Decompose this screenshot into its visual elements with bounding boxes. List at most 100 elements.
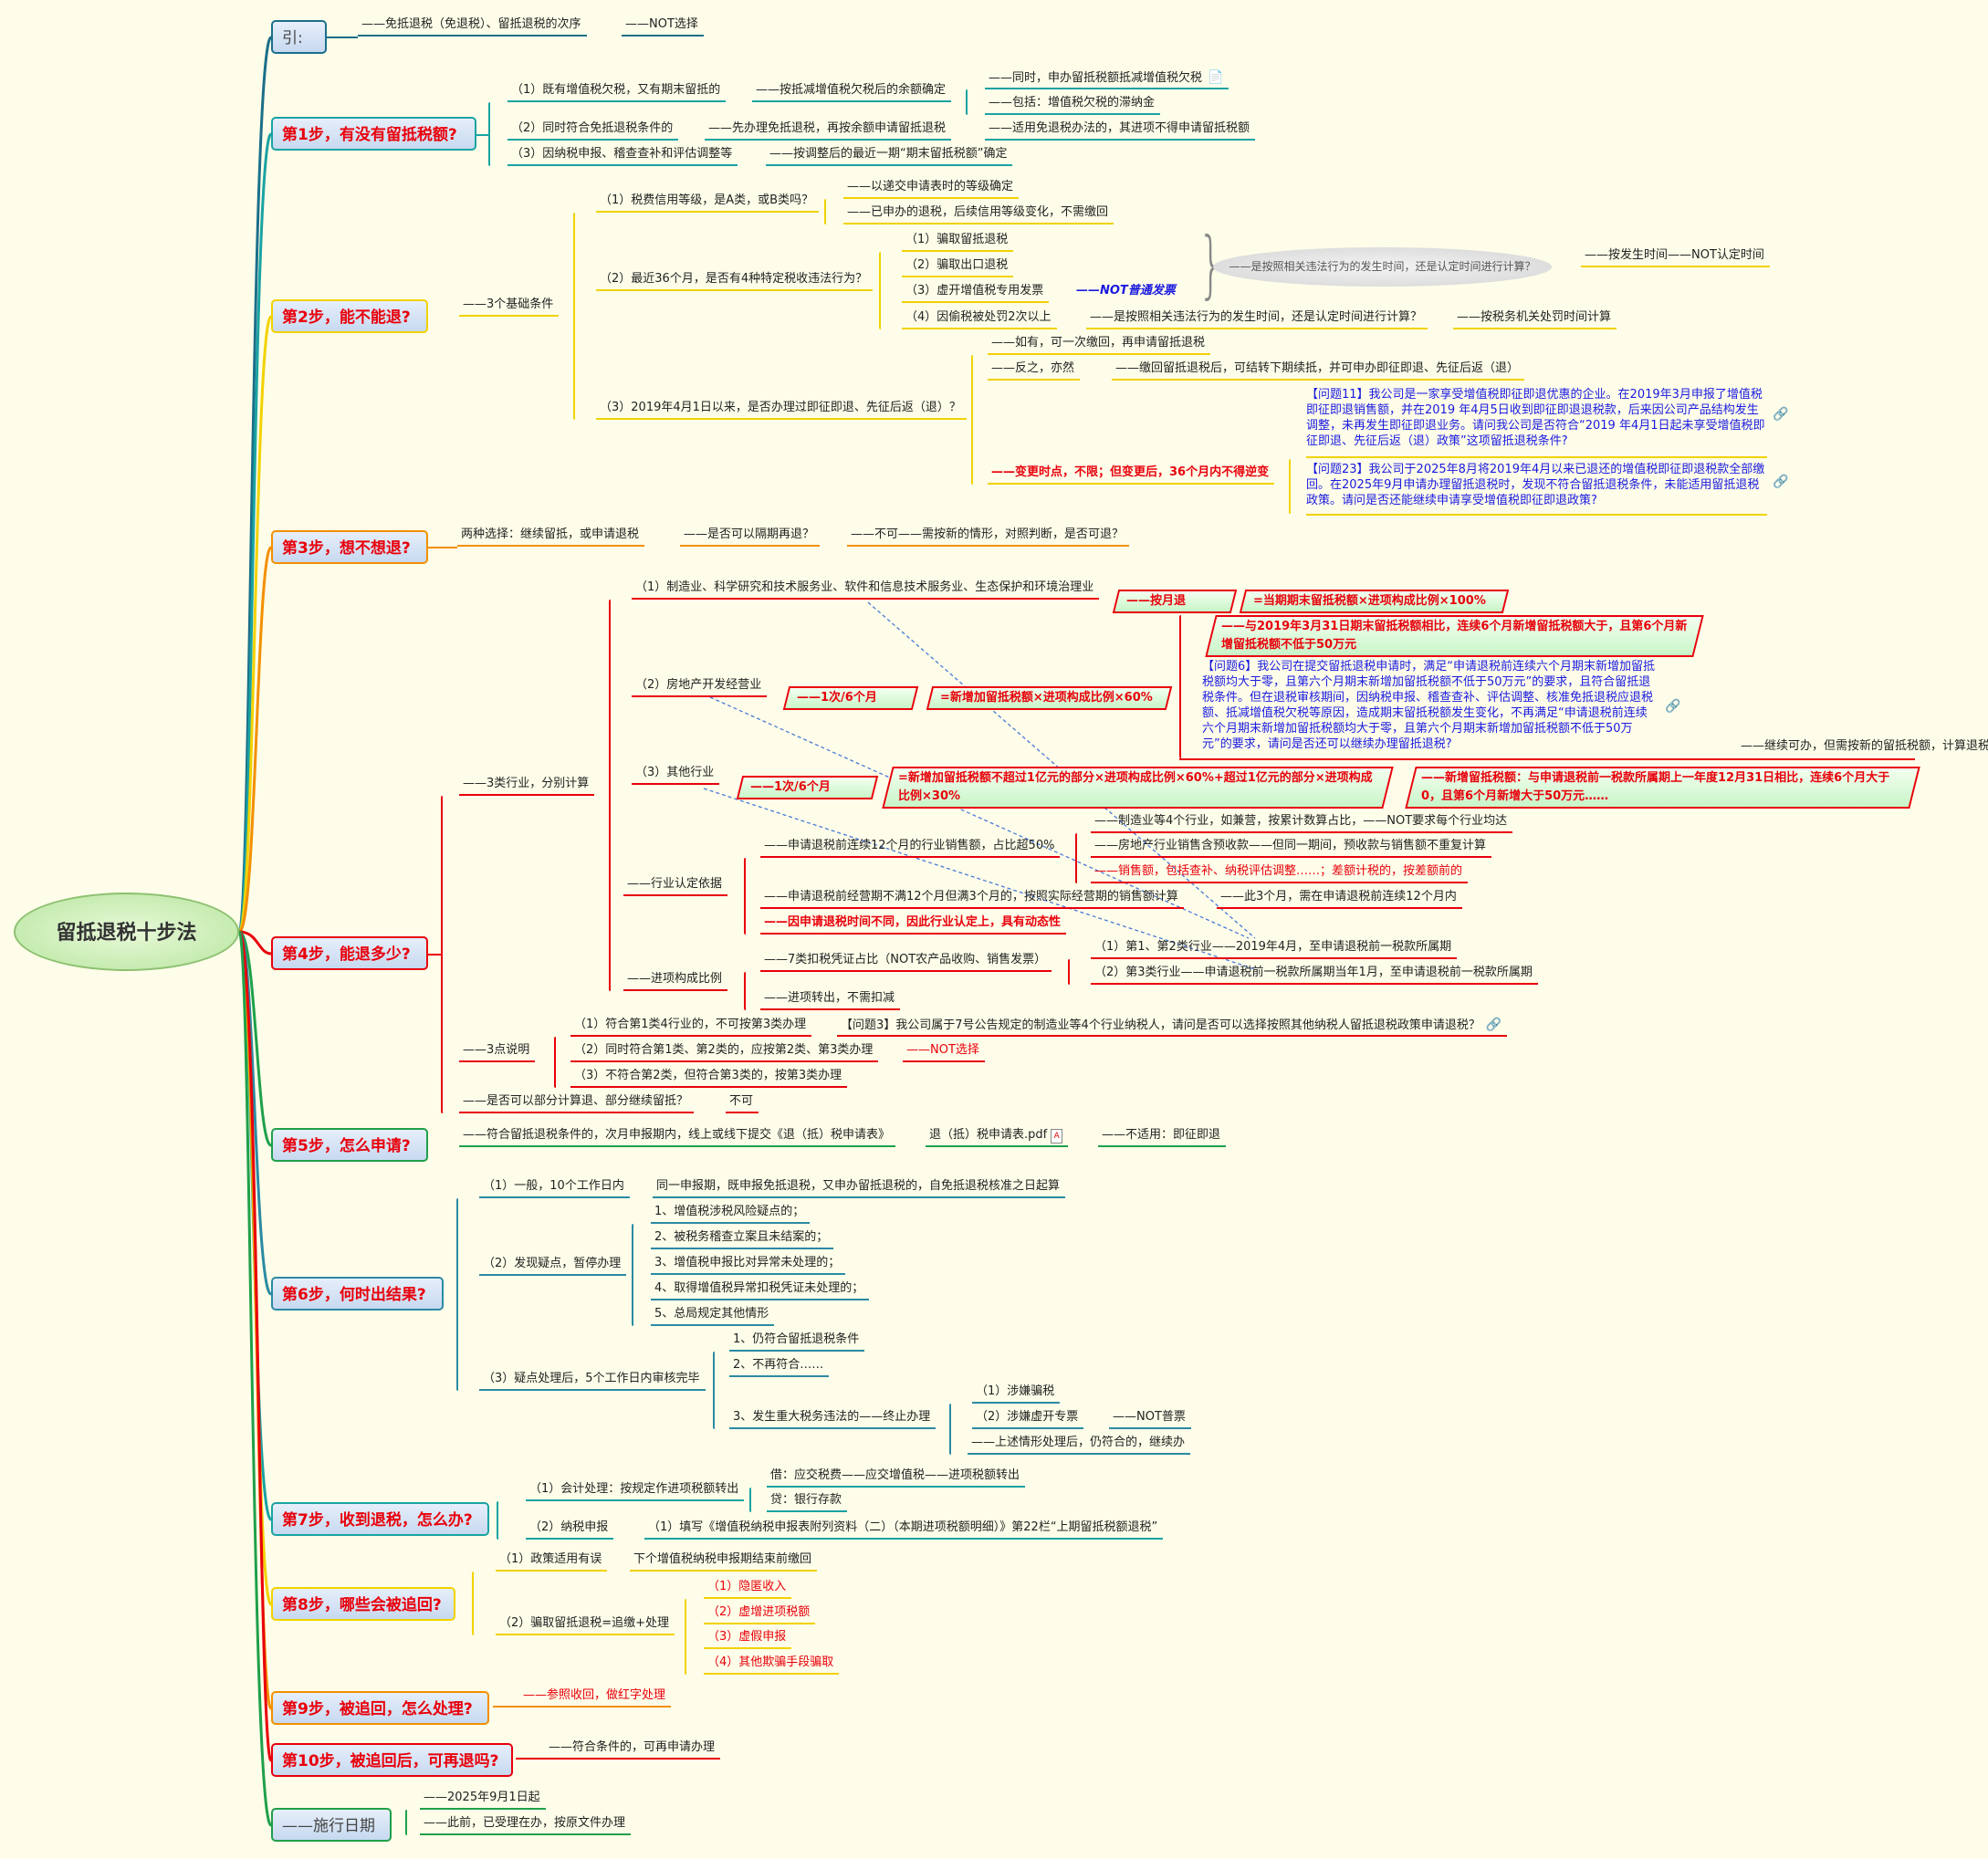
list-item[interactable]: （2）虚增进项税额 xyxy=(704,1603,816,1624)
node[interactable]: ——NOT普票 xyxy=(1109,1408,1191,1429)
formula-node[interactable]: ——1次/6个月 xyxy=(736,776,879,799)
node[interactable]: （3）虚开增值税专用发票 xyxy=(902,282,1050,303)
node[interactable]: 同一申报期，既申报免抵退税，又申办留抵退税的，自免抵退税核准之日起算 xyxy=(653,1177,1066,1198)
node[interactable]: （1）既有增值税欠税，又有期末留抵的 xyxy=(507,81,727,102)
node[interactable]: ——符合留抵退税条件的，次月申报期内，线上或线下提交《退（抵）税申请表》 xyxy=(459,1126,896,1147)
node[interactable]: （3）2019年4月1日以来，是否办理过即征即退、先征后返（退）？ xyxy=(596,399,967,420)
node[interactable]: ——包括：增值税欠税的滞纳金 xyxy=(985,94,1161,115)
node[interactable]: 贷：银行存款 xyxy=(767,1491,848,1512)
faq-question-6[interactable]: 【问题6】我公司在提交留抵退税申请时，满足“申请退税前连续六个月期末新增加留抵税… xyxy=(1202,659,1658,752)
pdf-icon[interactable]: A xyxy=(1051,1129,1063,1144)
node[interactable]: ——进项构成比例 xyxy=(623,970,728,991)
formula-node[interactable]: ——与2019年3月31日期末留抵税额相比，连续6个月新增留抵税额大于，且第6个… xyxy=(1205,615,1704,657)
topic-step6[interactable]: 第6步，何时出结果? xyxy=(271,1277,444,1311)
node[interactable]: （1）骗取留抵退税 xyxy=(902,231,1014,252)
node[interactable]: ——此3个月，需在申请退税前连续12个月内 xyxy=(1217,888,1462,909)
formula-node[interactable]: ——新增留抵税额：与申请退税前一税款所属期上一年度12月31日相比，连续6个月大… xyxy=(1405,767,1920,809)
node[interactable]: ——按调整后的最近一期“期末留抵税额”确定 xyxy=(766,145,1013,166)
node[interactable]: ——NOT普通发票 xyxy=(1076,284,1176,298)
node[interactable]: ——已申办的退税，后续信用等级变化，不需缴回 xyxy=(843,204,1114,225)
node[interactable]: ——参照收回，做红字处理 xyxy=(493,1687,672,1708)
node[interactable]: ——按抵减增值税欠税后的余额确定 xyxy=(752,81,952,102)
formula-node[interactable]: =新增加留抵税额不超过1亿元的部分×进项构成比例×60%+超过1亿元的部分×进项… xyxy=(882,767,1394,809)
link-icon[interactable]: 🔗 xyxy=(1773,475,1789,489)
note-icon[interactable]: 📄 xyxy=(1208,70,1224,85)
node[interactable]: （1）政策适用有误 xyxy=(496,1551,608,1572)
node[interactable]: （1）会计处理：按规定作进项税额转出 xyxy=(526,1480,745,1501)
node[interactable]: ——销售额，包括查补、纳税评估调整……；差额计税的，按差额前的 xyxy=(1091,862,1469,883)
node[interactable]: （2）同时符合第1类、第2类的，应按第2类、第3类办理 xyxy=(570,1041,879,1062)
node[interactable]: ——上述情形处理后，仍符合的，继续办 xyxy=(968,1434,1191,1455)
node[interactable]: （4）因偷税被处罚2次以上 xyxy=(902,308,1057,329)
node[interactable]: ——先办理免抵退税，再按余额申请留抵退税 xyxy=(705,120,952,141)
node[interactable]: ——免抵退税（免退税）、留抵退税的次序 xyxy=(358,16,587,37)
topic-step10[interactable]: 第10步，被追回后，可再退吗? xyxy=(271,1743,513,1777)
node[interactable]: （1）涉嫌骗税 xyxy=(972,1383,1061,1404)
node[interactable]: 不可 xyxy=(726,1092,759,1113)
node[interactable]: ——不可——需按新的情形，对照判断，是否可退？ xyxy=(847,526,1130,547)
node[interactable]: （1）制造业、科学研究和技术服务业、软件和信息技术服务业、生态保护和环境治理业 xyxy=(632,579,1100,600)
topic-step9[interactable]: 第9步，被追回，怎么处理? xyxy=(271,1691,489,1725)
node[interactable]: 借：应交税费——应交增值税——进项税额转出 xyxy=(767,1467,1026,1488)
node[interactable]: 2、不再符合…… xyxy=(729,1356,830,1377)
link-icon[interactable]: 🔗 xyxy=(1665,699,1681,714)
node[interactable]: （2）同时符合免抵退税条件的 xyxy=(507,120,679,141)
node[interactable]: ——3类行业，分别计算 xyxy=(459,775,595,796)
node[interactable]: （2）最近36个月，是否有4种特定税收违法行为？ xyxy=(596,270,874,291)
topic-step1[interactable]: 第1步，有没有留抵税额? xyxy=(271,117,476,151)
formula-node[interactable]: =当期期末留抵税额×进项构成比例×100% xyxy=(1239,590,1510,613)
list-item[interactable]: （3）虚假申报 xyxy=(704,1628,792,1649)
node[interactable]: ——申请退税前经营期不满12个月但满3个月的，按照实际经营期的销售额计算 xyxy=(760,888,1184,909)
node[interactable]: （2）房地产开发经营业 xyxy=(632,676,768,697)
faq-question-23[interactable]: 【问题23】我公司于2025年8月将2019年4月以来已退还的增值税即征即退税款… xyxy=(1306,462,1767,516)
node[interactable]: 两种选择：继续留抵，或申请退税 xyxy=(457,526,645,547)
formula-node[interactable]: ——按月退 xyxy=(1112,590,1238,613)
node[interactable]: ——是否可以隔期再退？ xyxy=(680,526,821,547)
node[interactable]: ——申请退税前连续12个月的行业销售额，占比超50% xyxy=(760,837,1061,858)
node[interactable]: ——7类扣税凭证占比（NOT农产品收购、销售发票） xyxy=(760,951,1052,972)
node[interactable]: （3）其他行业 xyxy=(632,764,720,785)
list-item[interactable]: （1）隐匿收入 xyxy=(704,1578,792,1599)
node[interactable]: 3、发生重大税务违法的——终止办理 xyxy=(729,1408,936,1429)
topic-intro[interactable]: 引: xyxy=(271,20,327,54)
faq-question-11[interactable]: 【问题11】我公司是一家享受增值税即征即退优惠的企业。在2019年3月申报了增值… xyxy=(1306,387,1767,458)
node[interactable]: ——按发生时间——NOT认定时间 xyxy=(1581,246,1770,267)
node[interactable]: （1）税费信用等级，是A类，或B类吗？ xyxy=(596,192,820,213)
list-item[interactable]: 5、总局规定其他情形 xyxy=(651,1305,775,1326)
node[interactable]: ——此前，已受理在办，按原文件办理 xyxy=(420,1814,632,1835)
link-icon[interactable]: 🔗 xyxy=(1485,1018,1502,1032)
node[interactable]: ——房地产行业销售含预收款——但同一期间，预收款与销售额不重复计算 xyxy=(1091,837,1492,858)
node[interactable]: （2）纳税申报 xyxy=(526,1519,614,1540)
list-item[interactable]: （4）其他欺骗手段骗取 xyxy=(704,1654,840,1675)
node[interactable]: ——进项转出，不需扣减 xyxy=(760,989,901,1010)
node[interactable]: （1）一般，10个工作日内 xyxy=(479,1177,630,1198)
node[interactable]: （2）第3类行业——申请退税前一税款所属期当年1月，至申请退税前一税款所属期 xyxy=(1091,964,1538,985)
node[interactable]: 下个增值税纳税申报期结束前缴回 xyxy=(630,1551,818,1572)
node[interactable]: （2）骗取出口退税 xyxy=(902,256,1014,277)
node[interactable]: ——以递交申请表时的等级确定 xyxy=(843,178,1020,199)
link-icon[interactable]: 🔗 xyxy=(1773,407,1789,422)
node[interactable]: ——按税务机关处罚时间计算 xyxy=(1453,308,1617,329)
node[interactable]: ——是否可以部分计算退、部分继续留抵？ xyxy=(459,1092,695,1113)
node[interactable]: ——缴回留抵退税后，可结转下期续抵，并可申办即征即退、先征后返（退） xyxy=(1112,360,1525,381)
node[interactable]: （3）因纳税申报、稽查查补和评估调整等 xyxy=(507,145,738,166)
summary-node[interactable]: ——是按照相关违法行为的发生时间，还是认定时间进行计算？ xyxy=(1213,247,1552,287)
node[interactable]: ——NOT选择 xyxy=(903,1041,985,1062)
formula-node[interactable]: =新增加留抵税额×进项构成比例×60% xyxy=(926,686,1173,710)
node[interactable]: ——变更时点，不限；但变更后，36个月内不得逆变 xyxy=(988,464,1275,485)
topic-step2[interactable]: 第2步，能不能退? xyxy=(271,299,428,333)
topic-step8[interactable]: 第8步，哪些会被追回? xyxy=(271,1587,455,1621)
topic-step5[interactable]: 第5步，怎么申请? xyxy=(271,1128,428,1162)
node[interactable]: （2）发现疑点，暂停办理 xyxy=(479,1255,627,1276)
node[interactable]: （2）骗取留抵退税=追缴+处理 xyxy=(496,1614,675,1635)
node[interactable]: ——2025年9月1日起 xyxy=(420,1789,546,1810)
node[interactable]: ——符合条件的，可再申请办理 xyxy=(516,1739,721,1760)
node[interactable]: ——因申请退税时间不同，因此行业认定上，具有动态性 xyxy=(760,914,1067,935)
list-item[interactable]: 4、取得增值税异常扣税凭证未处理的； xyxy=(651,1279,870,1300)
node[interactable]: （3）疑点处理后，5个工作日内审核完毕 xyxy=(479,1370,706,1391)
list-item[interactable]: 1、增值税涉税风险疑点的； xyxy=(651,1203,811,1224)
node[interactable]: ——行业认定依据 xyxy=(623,875,728,896)
node[interactable]: ——3点说明 xyxy=(459,1041,536,1062)
node[interactable]: ——是按照相关违法行为的发生时间，还是认定时间进行计算？ xyxy=(1086,308,1428,329)
